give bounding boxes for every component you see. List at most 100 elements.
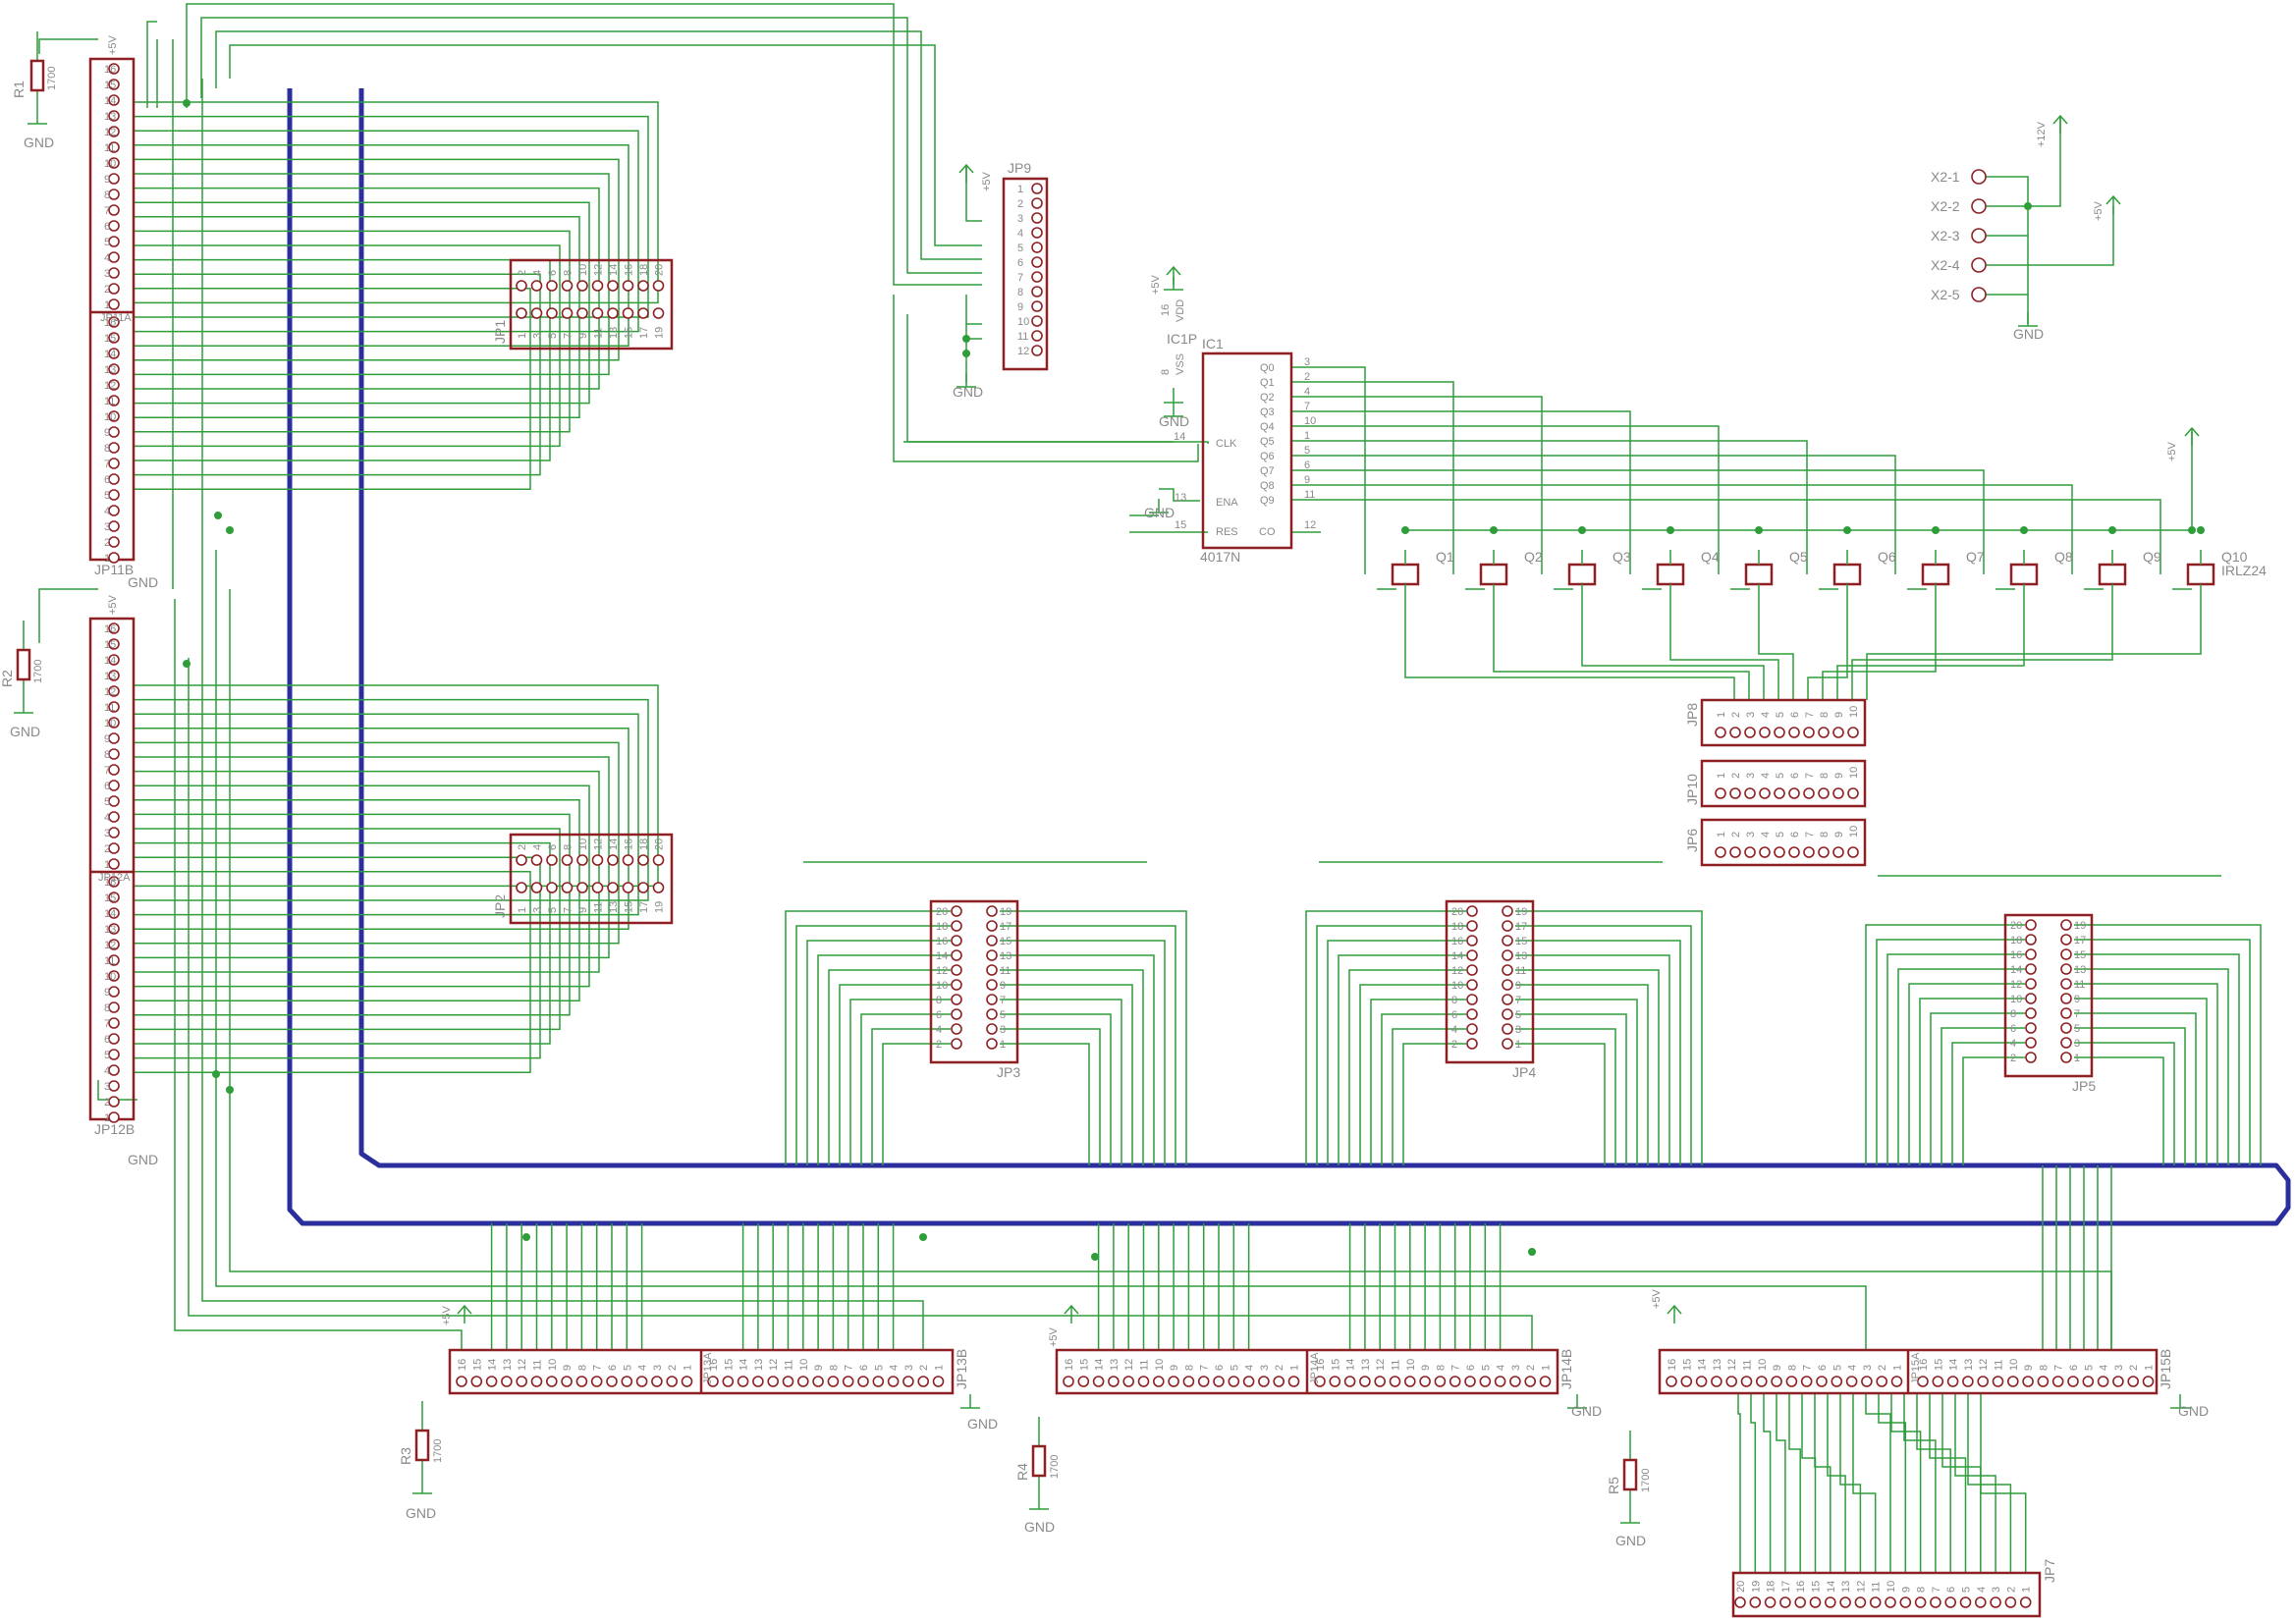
mosfet-body <box>2186 563 2215 586</box>
r4-body <box>1031 1444 1047 1478</box>
pin-pad <box>530 307 543 319</box>
pin-pad <box>902 1376 914 1387</box>
gnd-x2: GND <box>2013 326 2044 342</box>
pin-pad <box>1774 787 1785 799</box>
jp1-pin-num: 3 <box>532 333 544 339</box>
jp13-pin-num: 1 <box>934 1365 946 1371</box>
jp9-pin-num: 7 <box>1017 272 1023 284</box>
jp12-pin-num: 7 <box>104 1018 110 1030</box>
jp14b-label: JP14B <box>1558 1349 1574 1389</box>
pin-pad <box>530 280 543 292</box>
jp1-pin-num: 12 <box>593 264 605 276</box>
wire <box>1776 1393 1786 1573</box>
jp13-pin-num: 2 <box>918 1365 930 1371</box>
pin-pad <box>1228 1376 1240 1387</box>
pin-pad <box>951 935 962 946</box>
pin-pad <box>108 701 120 713</box>
jp7-pin-num: 16 <box>1795 1581 1807 1593</box>
ic1-output-pin-num: 11 <box>1304 489 1315 501</box>
jp14-pin-num: 8 <box>1183 1365 1195 1371</box>
wire <box>134 101 659 295</box>
pin-pad <box>951 1023 962 1035</box>
pin-pad <box>2004 1596 2017 1608</box>
ic1-output-label: Q4 <box>1260 421 1275 433</box>
pin-pad <box>1744 727 1756 738</box>
jp15-pin-num: 13 <box>1963 1359 1975 1371</box>
pin-pad <box>516 307 527 319</box>
jp15-pin-num: 16 <box>1667 1359 1678 1371</box>
jp2-pin-num: 15 <box>624 901 635 913</box>
jp4-pin-num: 4 <box>1451 1024 1457 1036</box>
pin-pad <box>1502 920 1513 932</box>
pin-pad <box>827 1376 840 1387</box>
jp1-pin-num: 6 <box>547 270 559 276</box>
pin-pad <box>1869 1596 1882 1608</box>
jp11-pin-num: 8 <box>104 443 110 455</box>
jp12-pin-num: 12 <box>104 686 116 698</box>
wire <box>134 741 620 872</box>
pin-pad <box>1764 1596 1777 1608</box>
wire <box>1954 1393 1996 1573</box>
gnd-jp13: GND <box>967 1416 998 1432</box>
gnd-jp14: GND <box>1571 1403 1602 1419</box>
jp7-pin-num: 8 <box>1916 1587 1928 1593</box>
r1-label: R1 <box>11 81 27 98</box>
jp1-pin-num: 10 <box>577 264 589 276</box>
jp14-pin-num: 8 <box>1435 1365 1447 1371</box>
jp2-label: JP2 <box>492 894 508 918</box>
pin-pad <box>652 882 665 893</box>
wire <box>1836 628 2025 700</box>
pin-pad <box>1464 1376 1476 1387</box>
pin-pad <box>1502 1038 1513 1050</box>
pin-pad <box>1715 846 1726 858</box>
pin-pad <box>108 1033 120 1045</box>
pin-pad <box>108 732 120 744</box>
pin-pad <box>2025 963 2037 975</box>
jp14-pin-num: 9 <box>1169 1365 1180 1371</box>
jp12-pin-num: 4 <box>104 812 110 824</box>
jp11-pin-num: 2 <box>104 284 110 296</box>
pin-pad <box>1890 1376 1903 1387</box>
pin-pad <box>1466 905 1478 917</box>
pin-pad <box>591 854 604 866</box>
wire <box>1000 969 1144 1165</box>
pin-pad <box>1466 920 1478 932</box>
jp11-pin-num: 1 <box>104 299 110 311</box>
junction-dot <box>522 1233 530 1241</box>
jp1-pin-num: 13 <box>608 327 620 339</box>
co-pin-num: 12 <box>1304 519 1316 531</box>
mosfet-leads <box>1554 550 1583 628</box>
gnd-symbol <box>1567 1394 1587 1409</box>
jp12-pin-num: 13 <box>104 671 116 682</box>
jp4-pin-num: 11 <box>1515 965 1526 977</box>
wire <box>134 813 571 872</box>
power-symbol <box>2105 194 2121 214</box>
wire <box>1737 1393 1741 1573</box>
jp10-pin-num: 1 <box>1716 773 1727 779</box>
pin-pad <box>1466 1038 1478 1050</box>
jp11-pin-num: 14 <box>104 349 116 360</box>
ic1-output-pin-num: 10 <box>1304 415 1316 427</box>
pin-pad <box>108 79 120 90</box>
pin-pad <box>1977 1376 1989 1387</box>
gnd-ic1-ena: GND <box>1144 505 1175 520</box>
x2-terminals <box>1971 169 1987 302</box>
pin-pad <box>637 854 649 866</box>
pin-pad <box>1182 1376 1195 1387</box>
pin-pad <box>1832 846 1844 858</box>
pin-pad <box>1314 1376 1326 1387</box>
wire <box>1865 924 2025 1165</box>
mosfet-body <box>2009 563 2039 586</box>
jp15-pin-num: 15 <box>1681 1359 1693 1371</box>
pin-pad <box>1847 727 1859 738</box>
jp15-pin-num: 10 <box>1757 1359 1769 1371</box>
jp12-pin-num: 8 <box>104 1002 110 1014</box>
power-symbol <box>1166 265 1181 285</box>
jp7-pin-num: 20 <box>1735 1581 1747 1593</box>
pin-pad <box>1715 727 1726 738</box>
wire <box>1000 910 1187 1165</box>
wire <box>134 784 590 872</box>
pin-pad <box>108 410 120 422</box>
pin-pad <box>622 307 634 319</box>
jp4-pin-num: 20 <box>1451 906 1463 918</box>
